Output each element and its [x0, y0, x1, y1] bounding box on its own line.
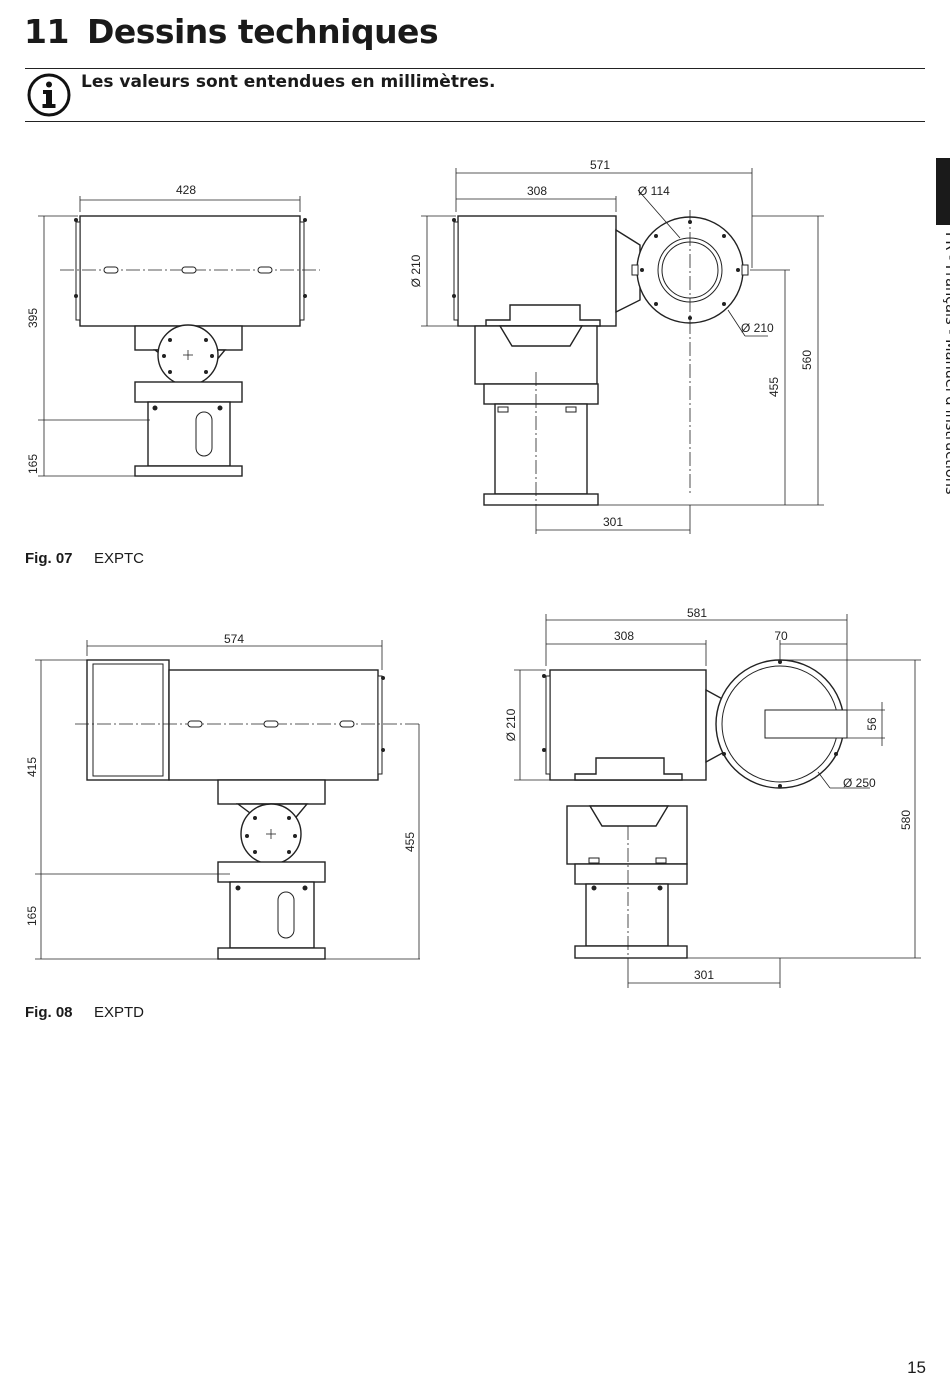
note-rule [25, 121, 925, 122]
units-note: Les valeurs sont entendues en millimètre… [81, 72, 496, 92]
dim-front-body-diameter: Ø 210 [504, 708, 518, 741]
section-title: Dessins techniques [86, 12, 439, 51]
figure-label: Fig. 08 [25, 1004, 73, 1021]
dim-front-base-offset: 301 [603, 515, 623, 529]
figure-caption-08: Fig. 08 EXPTD [25, 1004, 144, 1021]
exptc-front-view [421, 168, 824, 534]
page-title: 11 Dessins techniques [24, 12, 439, 51]
dim-front-total: 581 [687, 606, 707, 620]
exptd-front-view [514, 614, 921, 988]
dim-front-flange-diameter: Ø 210 [741, 321, 774, 335]
dim-front-body: 308 [614, 629, 634, 643]
page-number: 15 [907, 1358, 926, 1377]
exptc-side-view [38, 196, 320, 477]
dim-front-height-total: 580 [899, 810, 913, 830]
dim-side-height-top: 415 [25, 757, 39, 777]
dim-front-body: 308 [527, 184, 547, 198]
dim-side-height-base: 165 [25, 906, 39, 926]
dim-front-base-offset: 301 [694, 968, 714, 982]
dim-front-body-diameter: Ø 210 [409, 254, 423, 287]
dim-front-window-height: 56 [865, 717, 879, 731]
language-tab [936, 158, 950, 225]
figure-model: EXPTC [94, 550, 145, 567]
dim-front-flange-diameter: Ø 250 [843, 776, 876, 790]
dim-side-height-base: 165 [26, 454, 40, 474]
exptd-side-view [35, 640, 420, 960]
dim-front-height-mid: 455 [767, 377, 781, 397]
language-label: FR - Français - Manuel d'instructions [942, 232, 950, 495]
dim-front-total: 571 [590, 158, 610, 172]
figure-label: Fig. 07 [25, 550, 73, 567]
header-rule [25, 68, 925, 69]
dim-front-height-total: 560 [800, 350, 814, 370]
figure-model: EXPTD [94, 1004, 145, 1021]
drawing-exptd: 574 415 165 455 [25, 606, 921, 988]
figure-caption-07: Fig. 07 EXPTC [25, 550, 144, 567]
dim-front-offset: 70 [774, 629, 788, 643]
dim-front-window-diameter: Ø 114 [638, 184, 670, 198]
drawing-exptc: 428 395 165 [26, 158, 824, 534]
dim-side-width: 428 [176, 183, 196, 197]
dim-side-width: 574 [224, 632, 244, 646]
info-icon [27, 73, 71, 117]
dim-side-height-mid: 455 [403, 832, 417, 852]
section-number: 11 [24, 12, 69, 51]
dim-side-height-top: 395 [26, 308, 40, 328]
